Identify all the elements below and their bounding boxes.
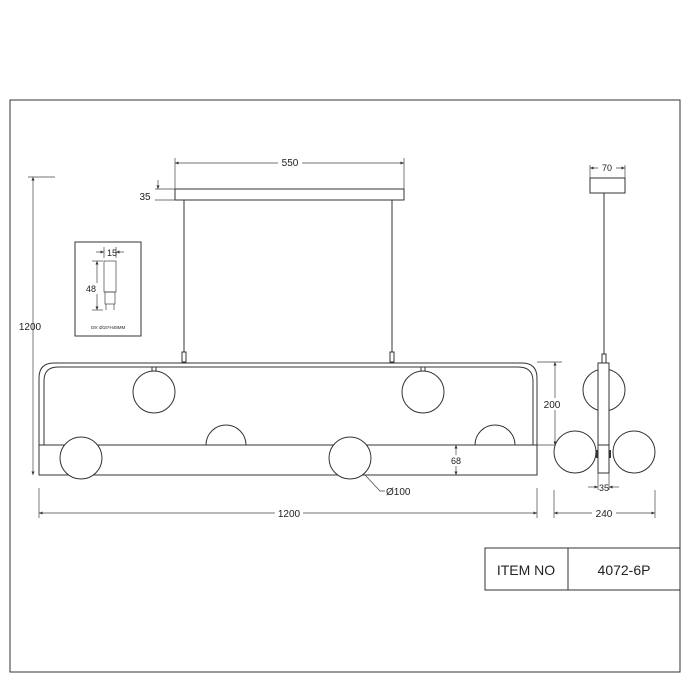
globe — [474, 424, 516, 446]
item-no-value: 4072-6P — [598, 562, 651, 578]
item-no-label: ITEM NO — [497, 562, 555, 578]
bulb — [103, 260, 117, 293]
canopy — [174, 188, 405, 201]
title-block: ITEM NO 4072-6P — [484, 547, 681, 591]
frame-height-label: 200 — [544, 400, 561, 411]
total-depth-label: 240 — [596, 509, 613, 520]
globe — [205, 424, 247, 446]
bottom-bar — [38, 444, 538, 476]
globe — [401, 370, 445, 414]
globe — [612, 430, 656, 474]
total-width-label: 1200 — [278, 509, 301, 520]
drawing-border — [9, 99, 681, 673]
total-height-label: 1200 — [19, 322, 42, 333]
bulb-spec: G9: Ø15*H48MM — [91, 325, 126, 330]
bar-height-label: 68 — [451, 456, 461, 466]
globe — [328, 436, 372, 480]
bulb-width-label: 15 — [107, 248, 117, 258]
side-view: 70 35 240 — [553, 162, 656, 520]
globe-diameter-label: Ø100 — [386, 487, 411, 498]
front-view: 550 35 68 Ø100 1200 1200 200 — [19, 155, 564, 520]
globe — [132, 370, 176, 414]
canopy-width-label: 550 — [282, 158, 299, 169]
bulb-height-label: 48 — [86, 284, 96, 294]
canopy-height-label: 35 — [139, 192, 151, 203]
tube-width-label: 35 — [599, 483, 609, 493]
bulb-inset: 15 48 G9: Ø15*H48MM — [74, 241, 142, 337]
side-canopy-width-label: 70 — [602, 163, 612, 173]
canopy — [589, 177, 626, 194]
globe — [59, 436, 103, 480]
globe — [553, 430, 597, 474]
tube — [597, 362, 610, 446]
frame — [38, 362, 538, 445]
